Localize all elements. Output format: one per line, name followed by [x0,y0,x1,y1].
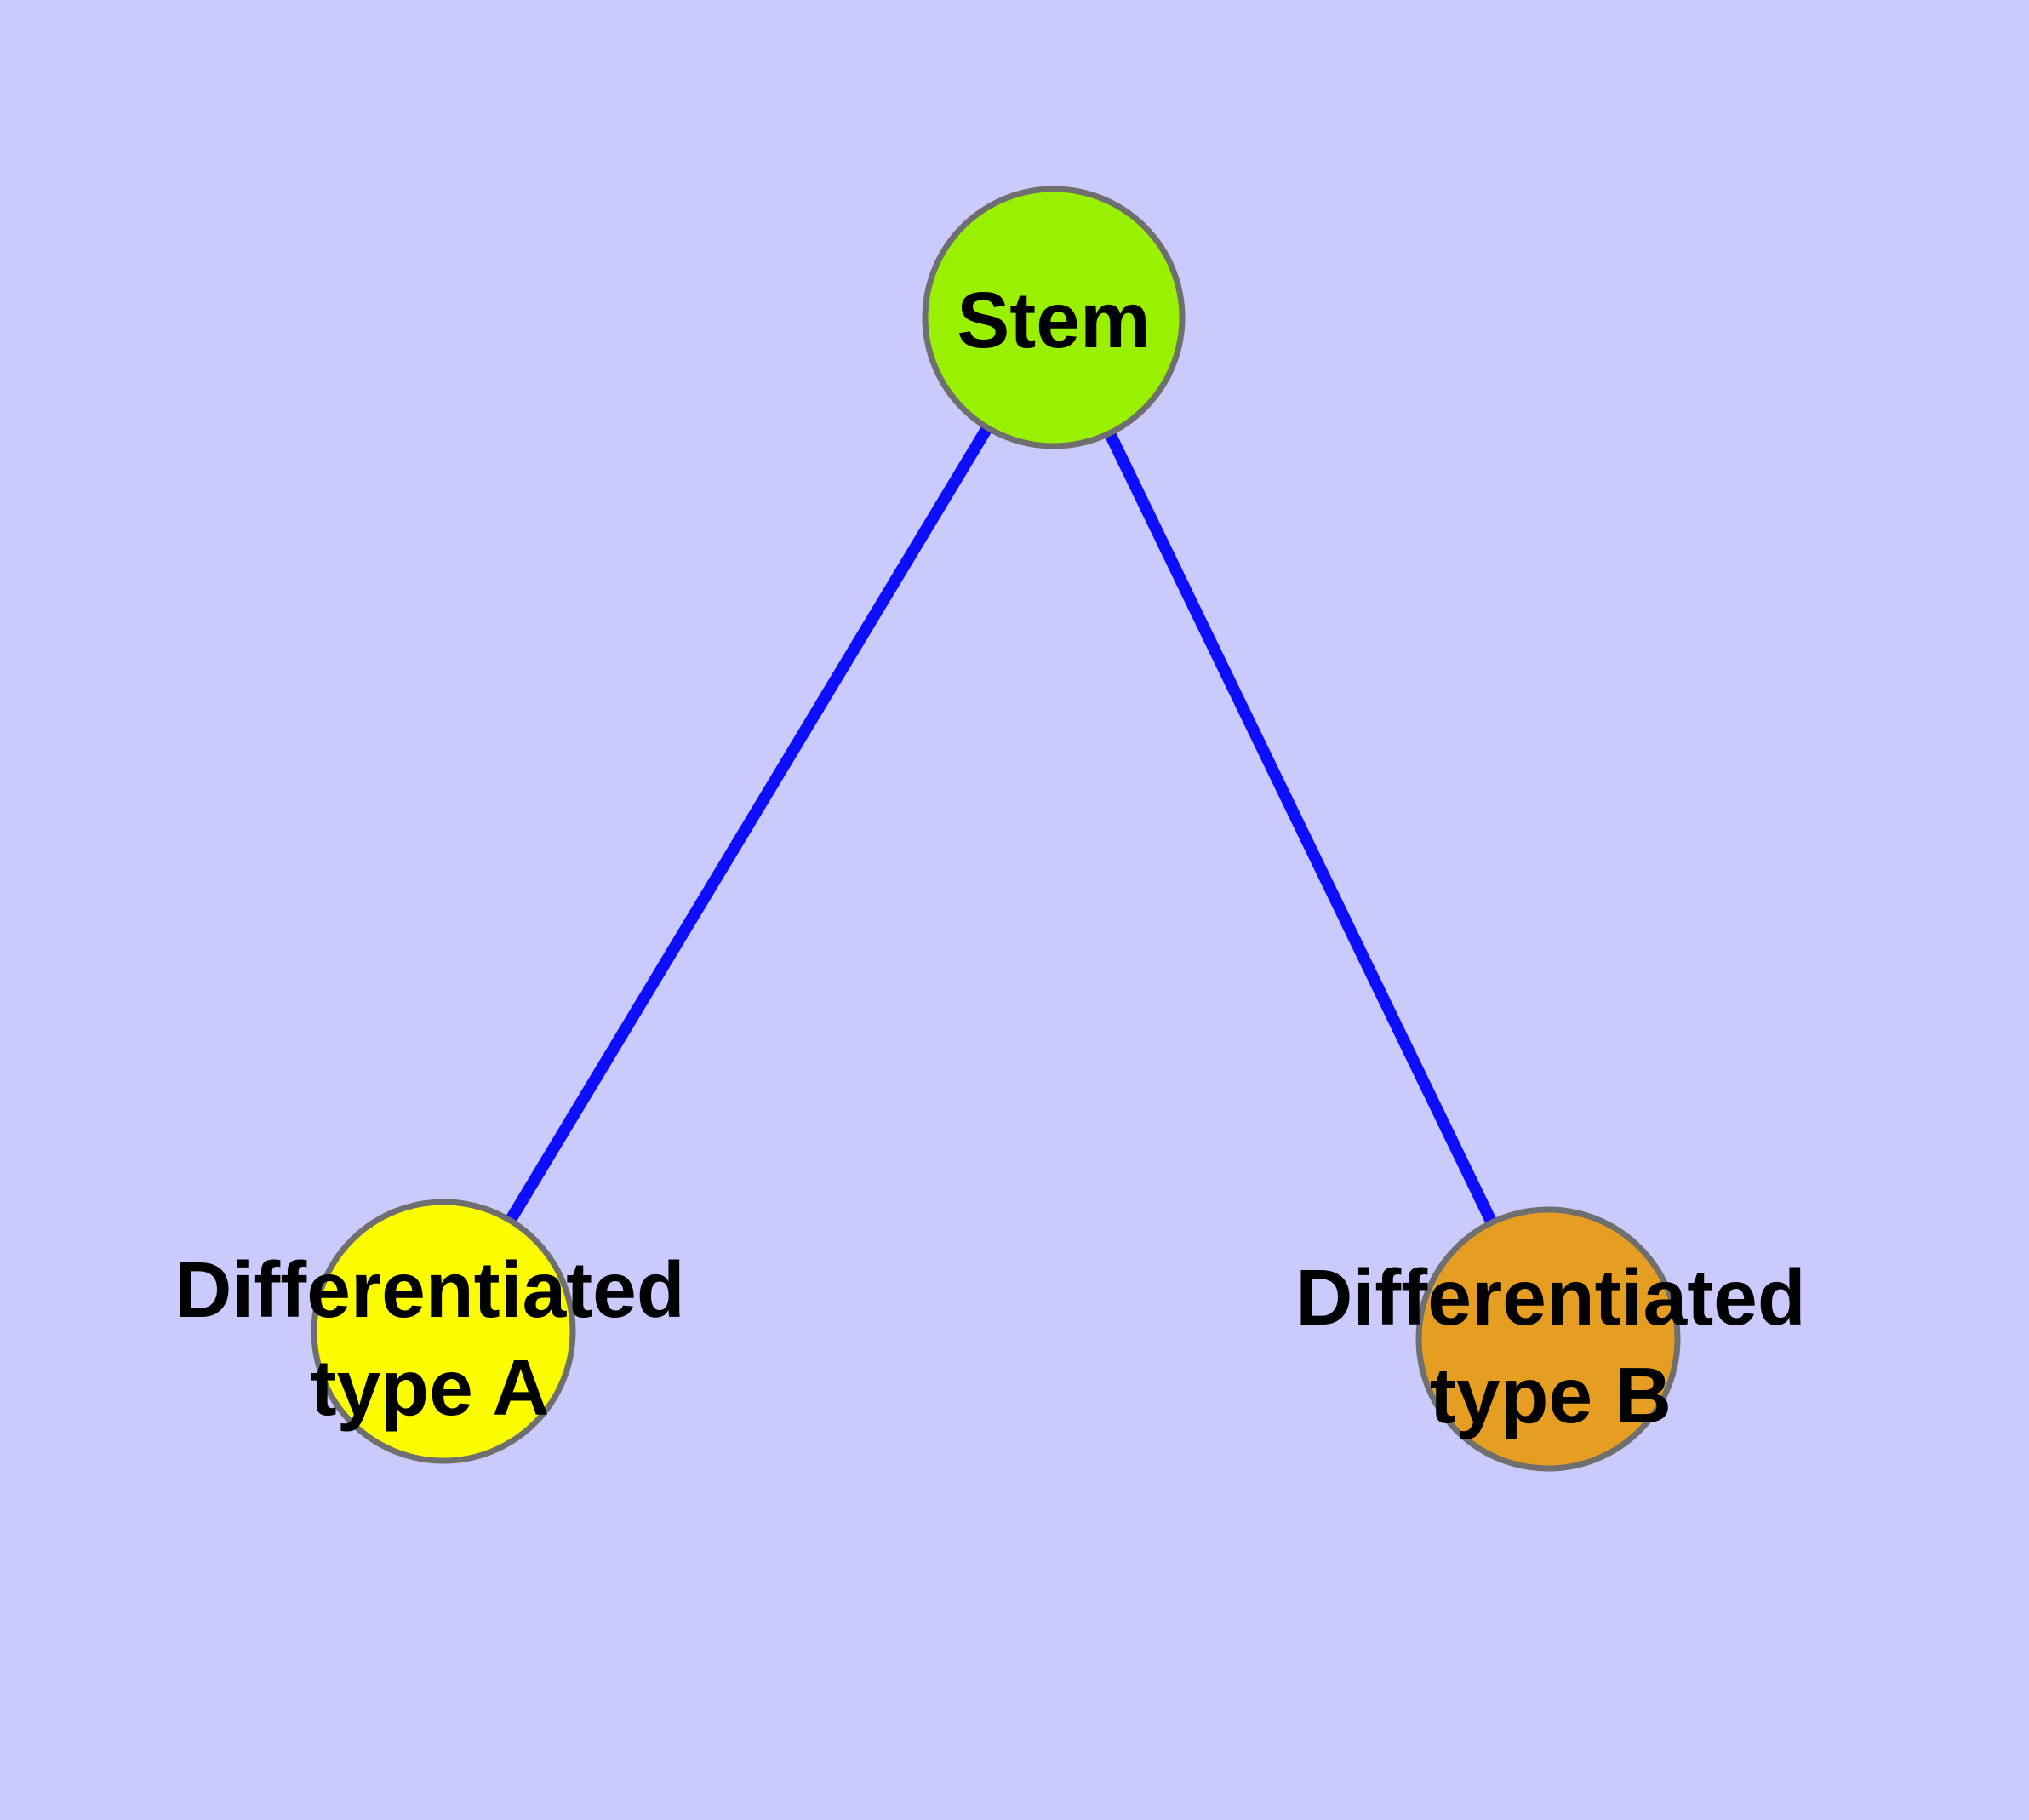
node-diff-b-label-line-2: type B [1430,1351,1672,1439]
edges-layer [438,314,1554,1342]
node-stem-label-line-1: Stem [957,276,1150,364]
node-diff-b-circle [1415,1206,1681,1472]
node-diff-a-label-line-1: Differentiated [174,1245,684,1334]
node-diff-a-label: Differentiated type A [174,1245,684,1432]
edge-stem-diff-b [1048,314,1554,1342]
node-diff-b-label: Differentiated type B [1295,1253,1805,1439]
node-stem-circle [922,186,1186,449]
nodes-layer [311,186,1681,1472]
node-diff-a-circle [311,1199,576,1464]
edge-stem-diff-a [438,314,1059,1335]
node-diff-a-label-line-2: type A [311,1343,550,1432]
node-diff-b-label-line-1: Differentiated [1295,1253,1805,1342]
node-stem-label: Stem [957,276,1150,364]
